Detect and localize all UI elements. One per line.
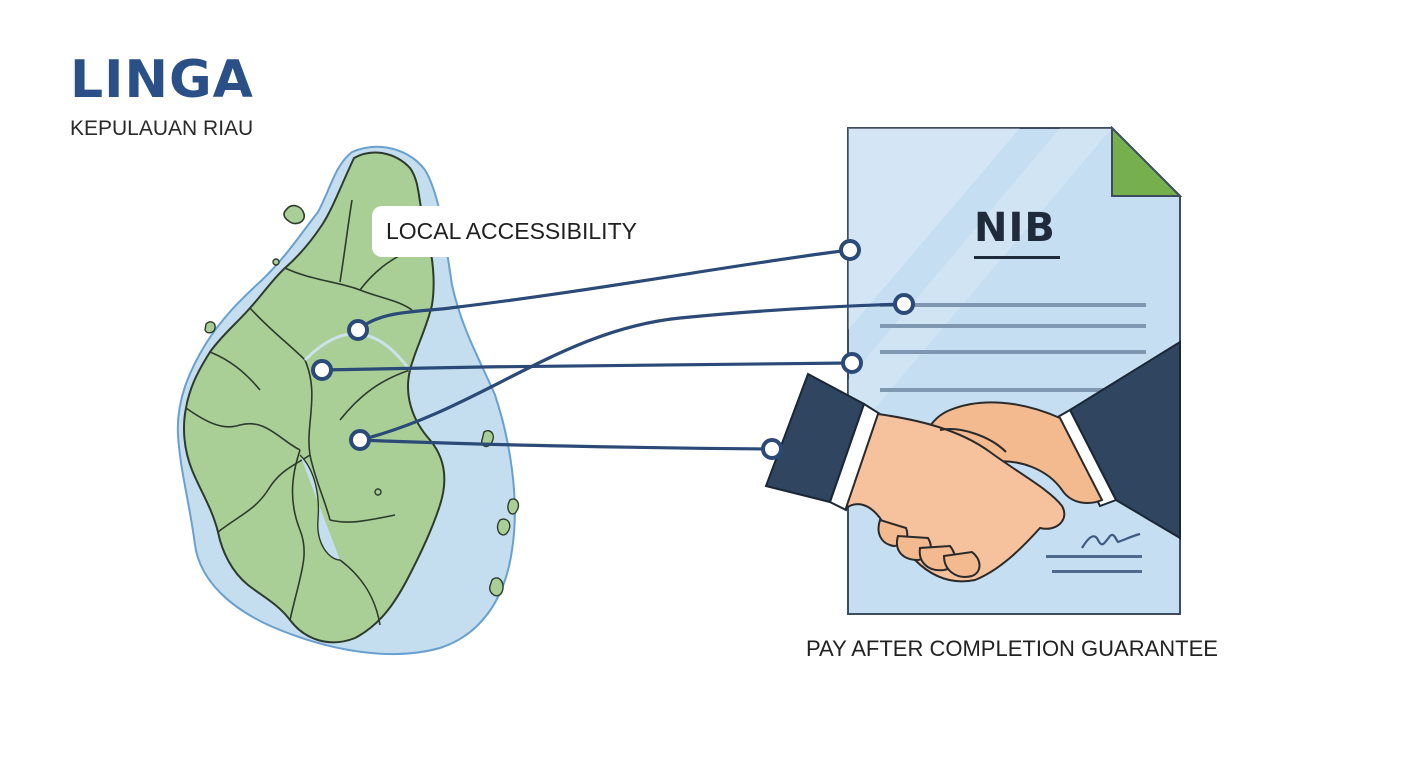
island-map: [176, 145, 520, 656]
connector-lines: [321, 248, 905, 451]
connector-4: [359, 438, 771, 451]
guarantee-caption: PAY AFTER COMPLETION GUARANTEE: [806, 636, 1218, 661]
connector-2: [321, 361, 851, 372]
document-title: NIB: [974, 205, 1056, 251]
connector-3: [359, 302, 905, 442]
page-title: LINGA: [70, 50, 254, 110]
node-handshake: [761, 438, 783, 460]
node-doc-3: [841, 352, 863, 374]
connector-1: [356, 248, 851, 332]
node-map-1: [347, 319, 369, 341]
region-subtitle: KEPULAUAN RIAU: [70, 117, 254, 140]
node-map-3: [349, 429, 371, 451]
handshake-illustration: [764, 340, 1181, 583]
node-doc-2: [893, 293, 915, 315]
node-doc-1: [839, 239, 861, 261]
node-map-2: [311, 359, 333, 381]
folded-corner: [1111, 125, 1183, 197]
connector-nodes: [311, 239, 915, 460]
signature-mark: [1081, 532, 1141, 549]
local-accessibility-callout: LOCAL ACCESSIBILITY: [372, 206, 651, 257]
island-land: [183, 151, 446, 644]
